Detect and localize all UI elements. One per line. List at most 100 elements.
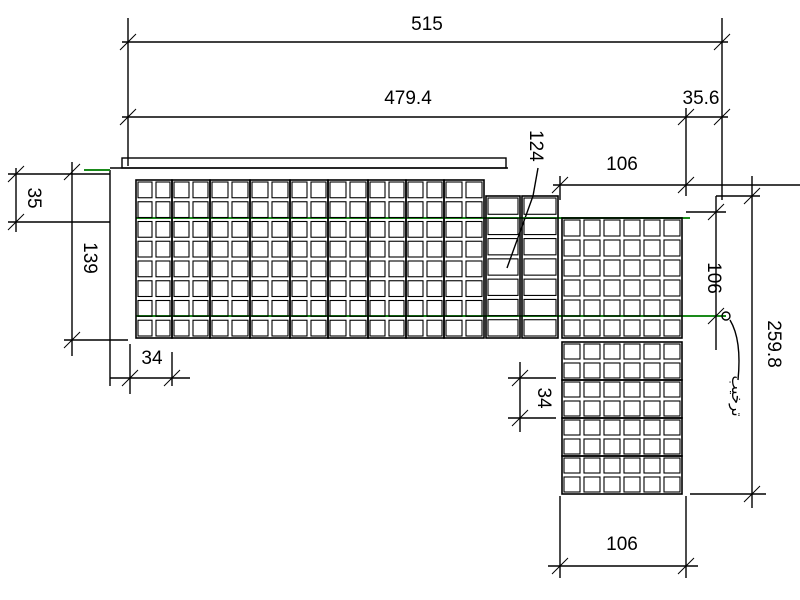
cabinet-module-cell <box>137 280 153 298</box>
cabinet-module-cell <box>445 201 463 219</box>
cabinet-module-cell <box>465 280 483 298</box>
bottom-module-cell <box>583 381 601 398</box>
return-module-cell <box>663 239 681 257</box>
bottom-module-cell <box>663 400 681 417</box>
cabinet-module-cell <box>388 299 405 317</box>
cabinet-module-cell <box>251 260 269 278</box>
cabinet-module-cell <box>192 260 209 278</box>
return-module-cell <box>603 319 621 337</box>
return-module-cell <box>603 259 621 277</box>
cabinet-module-cell <box>251 181 269 199</box>
bottom-module-cell <box>603 381 621 398</box>
cabinet-module-cell <box>388 201 405 219</box>
cabinet-module-cell <box>192 280 209 298</box>
cabinet-module-cell <box>251 240 269 258</box>
cabinet-module <box>289 179 329 339</box>
bottom-module-cell <box>663 381 681 398</box>
cabinet-module-cell <box>369 319 386 337</box>
cabinet-module-cell <box>426 220 443 238</box>
return-module <box>561 217 683 339</box>
cabinet-module-cell <box>329 299 347 317</box>
return-module-cell <box>583 299 601 317</box>
dim-total-height <box>690 176 766 508</box>
cabinet-module-cell <box>211 319 229 337</box>
cabinet-module <box>327 179 369 339</box>
cabinet-module-cell <box>173 319 190 337</box>
cabinet-module-cell <box>251 299 269 317</box>
return-module-cell <box>643 319 661 337</box>
cabinet-module-cell <box>349 201 367 219</box>
cabinet-module <box>443 179 485 339</box>
cabinet-module-cell <box>426 240 443 258</box>
bottom-module-cell <box>603 457 621 474</box>
cabinet-module-cell <box>369 240 386 258</box>
cabinet-module-cell <box>407 299 424 317</box>
cabinet-module-cell <box>349 240 367 258</box>
cabinet-module-cell <box>291 181 308 199</box>
return-module-cell <box>563 259 581 277</box>
return-module-cell <box>583 319 601 337</box>
cabinet-module-cell <box>155 319 171 337</box>
return-module-cell <box>663 219 681 237</box>
return-module-cell <box>563 219 581 237</box>
annotation-label: ترخيب <box>728 376 745 417</box>
cabinet-module-cell <box>465 299 483 317</box>
return-module-cell <box>563 299 581 317</box>
cabinet-module-cell <box>137 220 153 238</box>
bottom-module-cell <box>583 438 601 455</box>
bottom-module-cell <box>563 476 581 493</box>
cabinet-module-cell <box>211 181 229 199</box>
corner-module-cell <box>487 319 519 337</box>
cabinet-module-cell <box>329 240 347 258</box>
cabinet-module-cell <box>271 201 289 219</box>
bottom-module-cell <box>663 362 681 379</box>
corner-module-cell <box>523 298 557 317</box>
corner-module-cell <box>523 238 557 256</box>
cabinet-module-cell <box>349 280 367 298</box>
dim-label-diagonal: 124 <box>525 130 546 162</box>
cabinet-module-cell <box>231 319 249 337</box>
cabinet-module-cell <box>445 181 463 199</box>
return-module-cell <box>643 299 661 317</box>
cabinet-module-cell <box>329 220 347 238</box>
return-module-cell <box>663 279 681 297</box>
return-module-cell <box>583 219 601 237</box>
bottom-module-cell <box>643 362 661 379</box>
dim-label-return-depth: 106 <box>703 262 724 294</box>
cabinet-module-cell <box>465 260 483 278</box>
cabinet-module-cell <box>251 201 269 219</box>
cabinet-module-cell <box>407 319 424 337</box>
cabinet-module-cell <box>155 181 171 199</box>
cabinet-module-cell <box>211 201 229 219</box>
bottom-module-cell <box>563 362 581 379</box>
cabinet-module-cell <box>271 260 289 278</box>
cabinet-module-cell <box>369 201 386 219</box>
dim-label-overall-width: 515 <box>411 14 443 35</box>
return-module-cell <box>643 219 661 237</box>
cabinet-module-cell <box>231 201 249 219</box>
return-module-cell <box>583 239 601 257</box>
cabinet-module-cell <box>465 220 483 238</box>
bottom-module-cell <box>643 343 661 360</box>
dim-label-bottom-width: 106 <box>606 534 638 555</box>
cabinet-module-cell <box>291 299 308 317</box>
cabinet-module-cell <box>291 201 308 219</box>
dim-label-left-depth: 139 <box>79 242 100 274</box>
bottom-module-cell <box>603 343 621 360</box>
cabinet-module-cell <box>426 280 443 298</box>
cabinet-module-cell <box>407 181 424 199</box>
cabinet-module-cell <box>251 319 269 337</box>
cabinet-module-cell <box>211 240 229 258</box>
return-module-cell <box>663 319 681 337</box>
bottom-module-cell <box>583 476 601 493</box>
cabinet-module-cell <box>407 220 424 238</box>
cabinet-module-cell <box>271 181 289 199</box>
cabinet-module-cell <box>369 299 386 317</box>
dim-label-return-top-width: 106 <box>606 154 638 175</box>
cabinet-module-cell <box>137 240 153 258</box>
bottom-module-cell <box>623 381 641 398</box>
bottom-module-cell <box>623 438 641 455</box>
cabinet-module-cell <box>211 299 229 317</box>
return-module-cell <box>623 219 641 237</box>
